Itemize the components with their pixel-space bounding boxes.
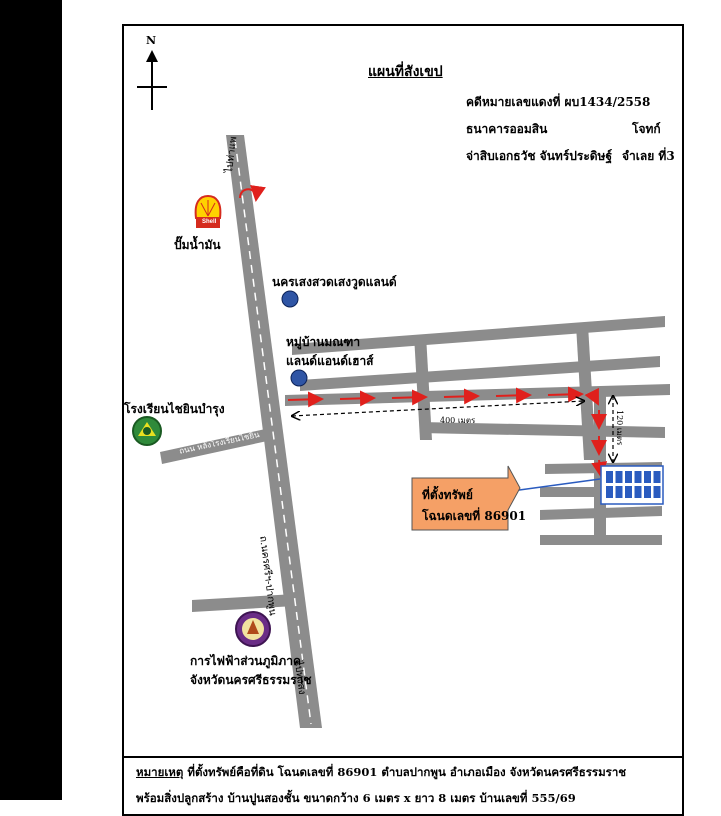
school-label: โรงเรียนไชยินบำรุง (124, 402, 225, 416)
property-site (511, 465, 664, 505)
road-top-grid (292, 316, 665, 355)
building-unit (625, 471, 632, 483)
building-unit (653, 471, 661, 483)
village2-marker (290, 369, 308, 387)
building-unit (615, 471, 623, 483)
building-unit (644, 486, 651, 498)
road-lower-left (192, 594, 295, 612)
distance-lines (292, 396, 613, 462)
note-text-1: ที่ตั้งทรัพย์คือที่ดิน โฉนดเลขที่ 86901 … (187, 765, 627, 779)
plaintiff-name: ธนาคารออมสิน (466, 122, 548, 136)
village2-label-line2: แลนด์แอนด์เฮาส์ (286, 354, 374, 368)
main-road (226, 135, 322, 728)
distance-vertical-label: 120 เมตร (615, 410, 624, 446)
property-label-line1: ที่ตั้งทรัพย์ (422, 488, 473, 502)
north-label: N (146, 34, 157, 47)
note-label: หมายเหตุ (136, 765, 184, 779)
building-row (600, 465, 664, 505)
building-unit (634, 471, 642, 483)
school-logo-icon (132, 416, 162, 446)
village2-label-line1: หมู่บ้านมณฑา (286, 335, 361, 349)
side-roads (160, 316, 670, 612)
shell-brand: Shell (202, 219, 217, 225)
building-unit (625, 486, 632, 498)
building-unit (644, 471, 651, 483)
map-title: แผนที่สังเขป (368, 64, 443, 80)
pea-logo-icon (235, 611, 271, 647)
building-unit (653, 486, 661, 498)
shell-logo-icon (194, 194, 222, 228)
distance-horizontal-label: 400 เมตร (440, 416, 476, 425)
building-unit (606, 471, 613, 483)
note-box: หมายเหตุ ที่ตั้งทรัพย์คือที่ดิน โฉนดเลขท… (122, 756, 684, 816)
defendant-role: จำเลย ที่3 (622, 149, 675, 163)
pea-label-line1: การไฟฟ้าส่วนภูมิภาค (190, 654, 301, 668)
property-label-line2: โฉนดเลขที่ 86901 (422, 509, 527, 523)
building-unit (634, 486, 642, 498)
north-arrow-icon (137, 50, 167, 110)
road-school (160, 428, 272, 464)
defendant-name: จ่าสิบเอกธวัช จันทร์ประดิษฐ์ (466, 149, 613, 163)
building-unit (615, 486, 623, 498)
plaintiff-role: โจทก์ (632, 122, 661, 136)
case-number: คดีหมายเลขแดงที่ ผบ1434/2558 (466, 95, 651, 109)
property-callout (411, 465, 521, 531)
note-line1: หมายเหตุ ที่ตั้งทรัพย์คือที่ดิน โฉนดเลขท… (136, 764, 626, 782)
building-unit (606, 486, 613, 498)
gas-station-label: ปั๊มน้ำมัน (174, 238, 221, 252)
village1-label: นครเสงสวดเสงวูดแลนด์ (272, 275, 397, 289)
pea-label-line2: จังหวัดนครศรีธรรมราช (190, 673, 312, 687)
note-line2: พร้อมสิ่งปลูกสร้าง บ้านปูนสองชั้น ขนาดกว… (136, 791, 576, 805)
village1-marker (281, 290, 299, 308)
left-black-margin (0, 0, 62, 800)
